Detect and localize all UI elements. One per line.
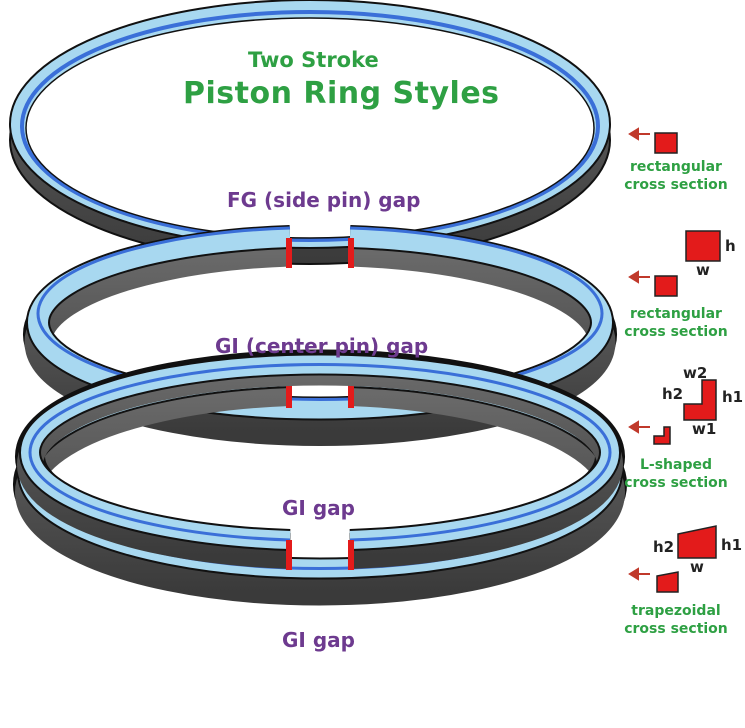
l-section-large <box>683 379 717 421</box>
gap-label-3: GI gap <box>282 496 355 520</box>
cross-section-label-2: rectangular cross section <box>620 305 732 341</box>
ring-4 <box>15 349 625 570</box>
cross-section-4-line-1: trapezoidal <box>631 603 721 619</box>
dim-trap-w: w <box>690 558 704 576</box>
dim-rect-w: w <box>696 261 710 279</box>
dim-l-h1: h1 <box>722 388 743 406</box>
rect-section-2-small <box>654 275 678 297</box>
section-arrows <box>628 127 650 581</box>
ring-2 <box>23 225 617 446</box>
cross-section-4-line-2: cross section <box>624 621 728 637</box>
dim-rect-h: h <box>725 237 736 255</box>
trap-section-large <box>677 525 717 559</box>
cross-section-label-1: rectangular cross section <box>620 158 732 194</box>
gap-label-4: GI gap <box>282 628 355 652</box>
cross-section-3-line-1: L-shaped <box>639 457 713 473</box>
cross-section-label-3: L-shaped cross section <box>620 456 732 492</box>
rect-section-1-small <box>654 132 678 154</box>
title-line-1: Two Stroke <box>248 48 379 72</box>
cross-section-shapes <box>653 132 721 593</box>
cross-section-1-line-2: cross section <box>624 177 728 193</box>
cross-section-1-line-1: rectangular <box>630 159 722 175</box>
dim-l-w2: w2 <box>683 364 707 382</box>
dim-l-w1: w1 <box>692 420 716 438</box>
trap-section-small <box>656 571 679 593</box>
dim-l-h2: h2 <box>662 385 683 403</box>
cross-section-2-line-2: cross section <box>624 324 728 340</box>
dim-trap-h1: h1 <box>721 536 742 554</box>
dim-trap-h2: h2 <box>653 538 674 556</box>
ring-1 <box>9 0 611 265</box>
gap-label-2: GI (center pin) gap <box>215 334 429 358</box>
cross-section-2-line-1: rectangular <box>630 306 722 322</box>
rect-section-2-large <box>685 230 721 262</box>
l-section-small <box>653 426 671 445</box>
cross-section-3-line-2: cross section <box>624 475 728 491</box>
cross-section-label-4: trapezoidal cross section <box>620 602 732 638</box>
gap-label-1: FG (side pin) gap <box>227 188 421 212</box>
title-line-2: Piston Ring Styles <box>183 76 500 111</box>
